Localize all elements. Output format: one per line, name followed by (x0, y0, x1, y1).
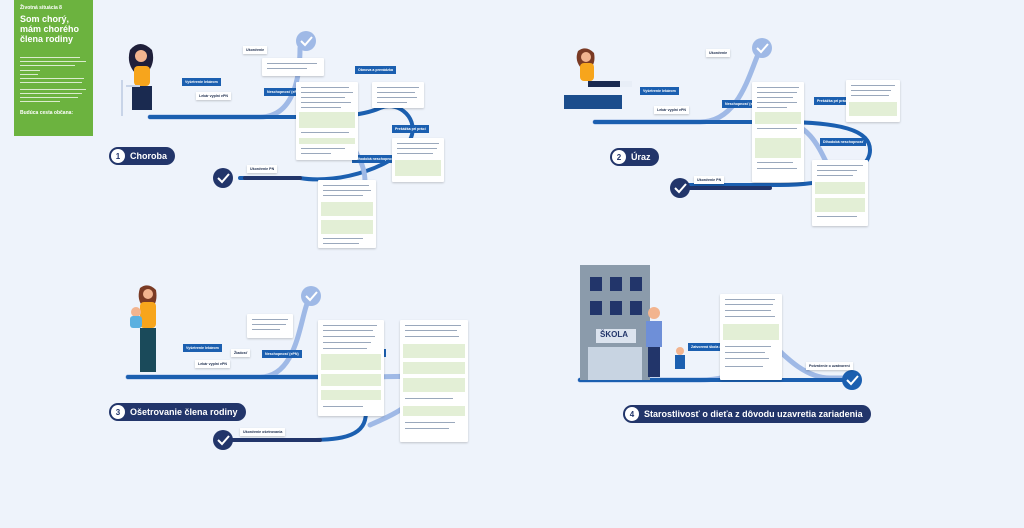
tag-dlhodoba-1: Dlhodobá neschopnosť (352, 155, 399, 163)
tag-pn-2: Neschopnosť (ePN) (722, 100, 762, 108)
note-lekar-3: Lekár vyplní ePN (195, 360, 230, 368)
detail-box-2c (812, 160, 868, 226)
detail-box-1b (296, 82, 358, 160)
note-ziadost-3: Žiadosť (231, 349, 251, 357)
detail-box-3a (247, 314, 293, 338)
detail-box-1d (392, 138, 444, 182)
detail-box-1a (262, 58, 324, 76)
note-ukoncenie-2: Ukončenie (706, 49, 731, 57)
detail-box-4a (720, 294, 782, 380)
note-ukoncenie-3: Ukončenie ošetrovania (240, 428, 286, 436)
tag-vysetrenie-2: Vyšetrenie lekárom (640, 87, 679, 95)
sidebar-title: Som chorý, mám chorého člena rodiny (20, 14, 80, 44)
tag-vysetrenie-3: Vyšetrenie lekárom (183, 344, 222, 352)
note-lekar-1: Lekár vyplní ePN (196, 92, 231, 100)
injured-woman-illustration (564, 48, 632, 109)
tag-prekazka-2: Prekážka pri práci (814, 97, 851, 105)
detail-box-3b (318, 320, 384, 416)
tag-obnova-1: Obnova a prevádzka (355, 66, 396, 74)
tag-skola-4: Zatvorená škola / zariadenie (688, 343, 742, 351)
sidebar-kicker: Životná situácia 8 (20, 5, 62, 11)
tag-prekazka-1: Prekážka pri práci (392, 125, 429, 133)
sidebar-cta: Budúca cesta občana: (20, 110, 74, 116)
sick-woman-illustration (121, 44, 154, 116)
sidebar-panel: Životná situácia 8 Som chorý, mám choréh… (14, 0, 93, 136)
note-ukoncenie-1: Ukončenie (243, 46, 268, 54)
school-sign: ŠKOLA (600, 330, 628, 339)
tag-dlhodoba-2: Dlhodobá neschopnosť (820, 138, 867, 146)
detail-box-1e (318, 180, 376, 248)
note-lekar-2: Lekár vyplní ePN (654, 106, 689, 114)
detail-box-2b (846, 80, 900, 122)
mother-with-child-illustration (130, 285, 157, 372)
note-potvrdenie-4: Potvrdenie o uzatvorení (806, 362, 853, 370)
checkpoints (213, 31, 862, 450)
detail-box-1c (372, 82, 424, 108)
detail-box-2a (752, 82, 804, 182)
detail-box-3c (400, 320, 468, 442)
tag-pn-3: Neschopnosť (ePN) (262, 350, 302, 358)
note-ukoncenie-pn-2: Ukončenie PN (694, 176, 725, 184)
tag-vysetrenie-1: Vyšetrenie lekárom (182, 78, 221, 86)
school-building-illustration (580, 265, 685, 380)
tag-pn-1: Neschopnosť (ePN) (264, 88, 304, 96)
note-ukoncenie-pn-1: Ukončenie PN (247, 165, 278, 173)
